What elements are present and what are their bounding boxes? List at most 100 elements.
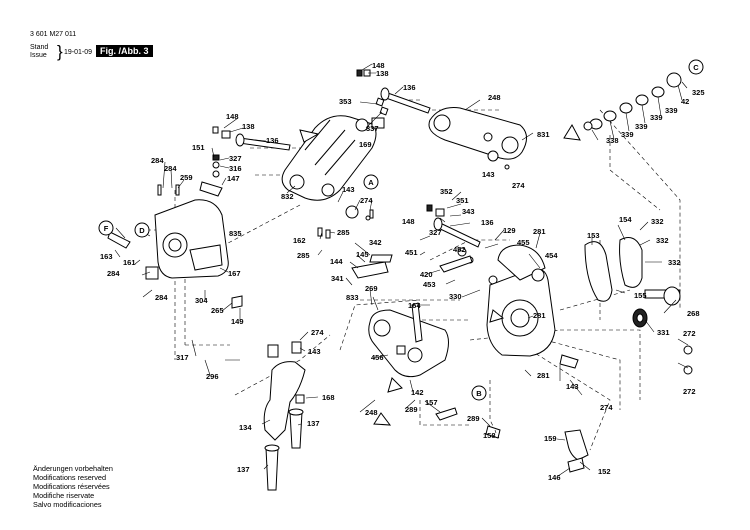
callout-markers: A B C D F (98, 59, 704, 401)
part-label: 284 (107, 269, 120, 278)
bushings (632, 286, 693, 375)
part-label: 134 (239, 423, 252, 432)
part-label: 137 (307, 419, 320, 428)
part-label: 342 (369, 238, 382, 247)
part-label: 325 (692, 88, 705, 97)
part-label: 274 (600, 403, 613, 412)
part-label: 284 (151, 156, 164, 165)
part-label: 452 (453, 245, 466, 254)
part-label: 137 (237, 465, 250, 474)
part-label: 148 (226, 112, 239, 121)
part-label: 331 (657, 328, 670, 337)
part-label: 832 (281, 192, 294, 201)
part-label: 143 (342, 185, 355, 194)
part-label: 159 (544, 434, 557, 443)
part-label: 833 (346, 293, 359, 302)
part-label: 272 (683, 329, 696, 338)
fasteners (157, 69, 510, 285)
housing-left (107, 199, 243, 309)
part-label: 144 (330, 257, 343, 266)
part-label: 304 (195, 296, 208, 305)
part-label: 339 (621, 130, 634, 139)
part-label: 352 (440, 187, 453, 196)
bracket-lower (263, 341, 306, 491)
part-label: 453 (423, 280, 436, 289)
part-label: 157 (425, 398, 438, 407)
part-label: 341 (331, 274, 344, 283)
part-label: 835 (229, 229, 242, 238)
part-label: 146 (548, 473, 561, 482)
issue-label: Issue (30, 52, 47, 59)
part-label: 151 (192, 143, 205, 152)
pivot-arm-right (428, 107, 527, 160)
part-label: 330 (449, 292, 462, 301)
part-label: 164 (408, 301, 421, 310)
callout-f: F (98, 220, 114, 236)
part-label: 136 (481, 218, 494, 227)
part-label: 42 (681, 97, 689, 106)
part-label: 274 (360, 196, 373, 205)
part-label: 145 (356, 250, 369, 259)
levers (351, 254, 473, 279)
part-label: 317 (176, 353, 189, 362)
part-label: 274 (311, 328, 324, 337)
part-label: 343 (462, 207, 475, 216)
part-label: 456 (371, 353, 384, 362)
part-label: 274 (512, 181, 525, 190)
part-label: 339 (635, 122, 648, 131)
part-label: 281 (533, 311, 546, 320)
part-number-labels: 148 138 136 353 337 248 831 169 143 274 … (100, 61, 705, 482)
part-label: 284 (164, 164, 177, 173)
part-label: 327 (229, 154, 242, 163)
part-label: 269 (365, 284, 378, 293)
guide-arrows (299, 123, 581, 426)
part-label: 316 (229, 164, 242, 173)
footer-notes: Änderungen vorbehalten Modifications res… (33, 464, 113, 509)
svg-text:D: D (139, 226, 145, 235)
washer-stack (583, 72, 682, 131)
part-label: 142 (411, 388, 424, 397)
part-label: 143 (308, 347, 321, 356)
part-label: 339 (650, 113, 663, 122)
svg-text:F: F (104, 224, 109, 233)
footer-note: Änderungen vorbehalten (33, 464, 113, 473)
part-label: 296 (206, 372, 219, 381)
lower-right-parts (435, 354, 589, 473)
callout-c: C (688, 59, 704, 75)
part-label: 138 (376, 69, 389, 78)
part-label: 327 (429, 228, 442, 237)
part-label: 332 (668, 258, 681, 267)
footer-note: Modifications réservées (33, 482, 110, 491)
part-label: 143 (482, 170, 495, 179)
part-label: 353 (339, 97, 352, 106)
part-label: 161 (123, 258, 136, 267)
part-label: 162 (293, 236, 306, 245)
part-label: 332 (651, 217, 664, 226)
part-label: 152 (598, 467, 611, 476)
part-label: 155 (634, 291, 647, 300)
leader-lines (114, 63, 689, 477)
part-label: 285 (337, 228, 350, 237)
brace-glyph: } (57, 42, 63, 61)
part-label: 153 (587, 231, 600, 240)
part-label: 167 (228, 269, 241, 278)
part-label: 136 (266, 136, 279, 145)
part-label: 168 (322, 393, 335, 402)
callout-a: A (363, 174, 379, 190)
part-label: 169 (359, 140, 372, 149)
part-label: 143 (566, 382, 579, 391)
part-label: 281 (533, 227, 546, 236)
part-label: 129 (503, 226, 516, 235)
footer-note: Salvo modificaciones (33, 500, 102, 509)
part-label: 455 (517, 238, 530, 247)
part-label: 289 (467, 414, 480, 423)
callout-d: D (134, 222, 150, 238)
part-label: 289 (405, 405, 418, 414)
part-label: 284 (155, 293, 168, 302)
part-label: 265 (211, 306, 224, 315)
part-label: 248 (365, 408, 378, 417)
part-label: 148 (372, 61, 385, 70)
stand-label: Stand (30, 44, 49, 51)
part-label: 148 (402, 217, 415, 226)
